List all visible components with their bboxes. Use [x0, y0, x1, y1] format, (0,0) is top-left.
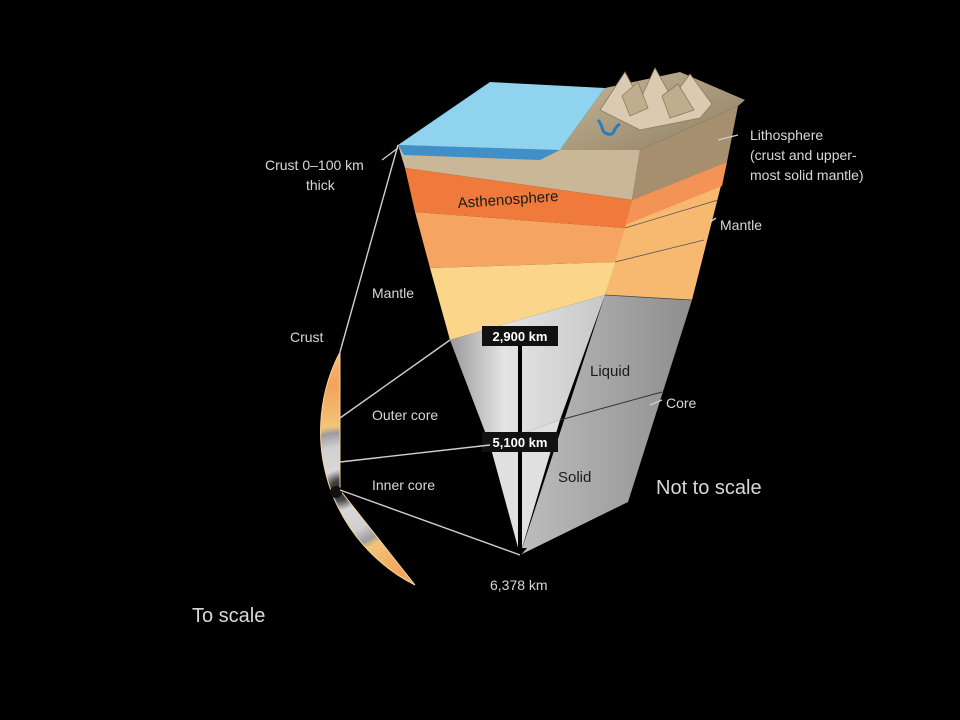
river — [596, 118, 621, 136]
depth-5100-label: 5,100 km — [493, 435, 548, 450]
depth-box-2900 — [482, 326, 558, 346]
depth-box-5100 — [482, 432, 558, 452]
lithosphere-label-line2: (crust and upper- — [750, 147, 857, 163]
to-scale-earth-sector — [320, 351, 416, 586]
mantle-lower-front-face — [430, 262, 615, 340]
mountains — [599, 67, 713, 131]
earth-wedge-block: 2,900 km 5,100 km — [398, 67, 745, 556]
crust-left-label: Crust — [290, 329, 324, 345]
crust-thickness-label-line2: thick — [306, 177, 336, 193]
mantle-side-face — [605, 162, 727, 300]
connector-lines — [339, 134, 739, 556]
earth-quarter-section — [320, 351, 416, 586]
inner-core-dot — [330, 486, 342, 498]
mantle-right-label: Mantle — [720, 217, 762, 233]
mantle-upper-front-face — [415, 212, 625, 268]
depth-2900-label: 2,900 km — [493, 329, 548, 344]
mantle-left-label: Mantle — [372, 285, 414, 301]
inner-core-front-face — [490, 420, 560, 555]
not-to-scale-label: Not to scale — [656, 477, 762, 499]
inner-core-label: Inner core — [372, 477, 435, 493]
ocean-dark-band — [398, 145, 560, 160]
crust-side-face — [632, 106, 738, 200]
solid-label: Solid — [558, 469, 591, 486]
lithosphere-label-line1: Lithosphere — [750, 127, 823, 143]
ocean-surface — [398, 82, 605, 150]
mantle-side-upper — [625, 162, 727, 225]
liquid-label: Liquid — [590, 363, 630, 380]
asthenosphere-label: Asthenosphere — [457, 188, 559, 212]
to-scale-label: To scale — [192, 605, 265, 627]
crust-front-face — [398, 145, 640, 200]
diagram-labels: Crust 0–100 km thick Asthenosphere Litho… — [192, 127, 864, 627]
core-label: Core — [666, 395, 697, 411]
crust-thickness-label-line1: Crust 0–100 km — [265, 157, 364, 173]
outer-core-label: Outer core — [372, 407, 438, 423]
depth-6378-label: 6,378 km — [490, 577, 548, 593]
asthenosphere-front-face — [405, 168, 632, 228]
core-side-face — [520, 295, 692, 555]
lithosphere-label-line3: most solid mantle) — [750, 167, 864, 183]
